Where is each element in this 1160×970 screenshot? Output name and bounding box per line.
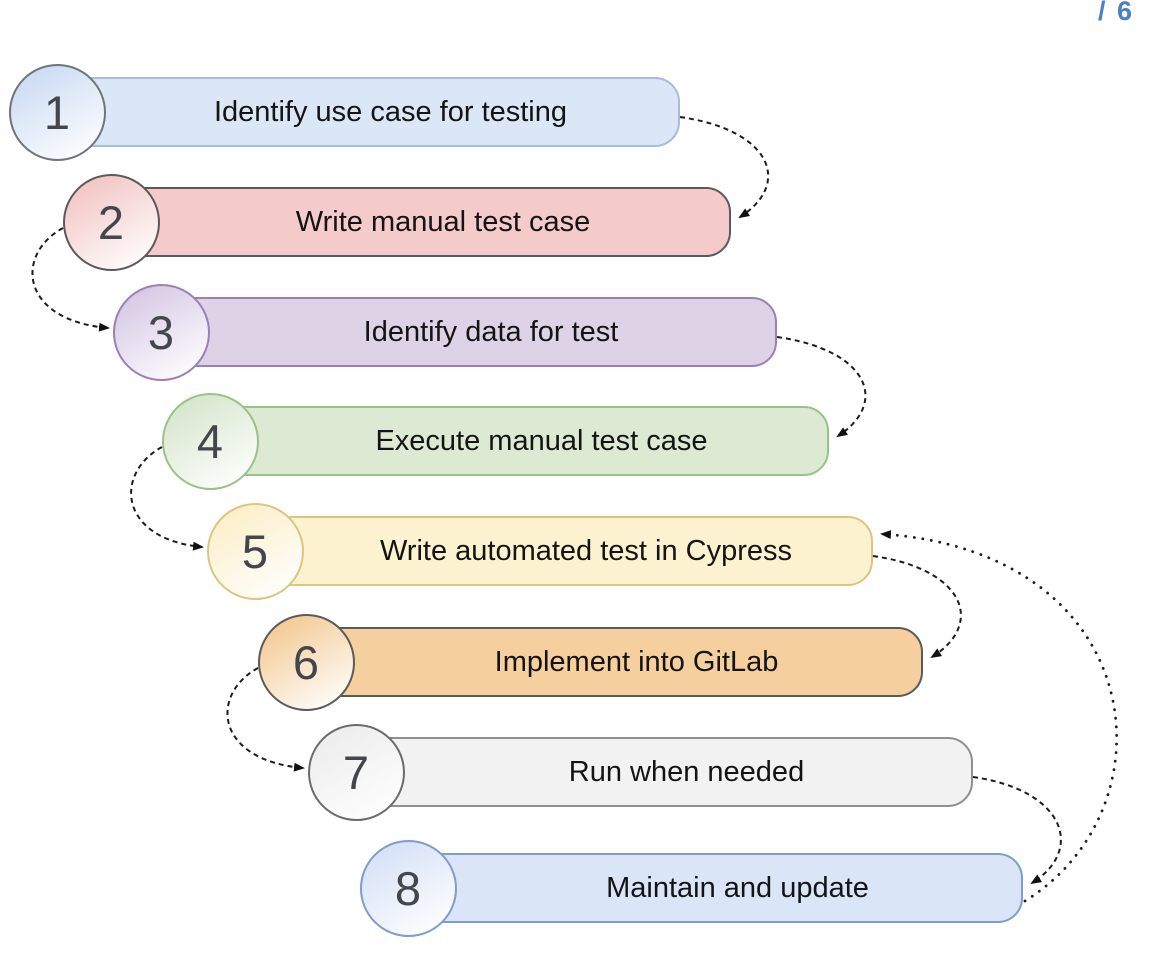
step-pill-1: Identify use case for testing	[57, 77, 680, 147]
step-pill-5: Write automated test in Cypress	[255, 516, 873, 586]
step-pill-8: Maintain and update	[408, 853, 1023, 923]
step-pill-3: Identify data for test	[161, 297, 777, 367]
step-number: 7	[342, 745, 370, 799]
step-circle-3: 3	[112, 283, 210, 381]
step-label: Run when needed	[568, 755, 805, 788]
step-number: 2	[97, 195, 125, 249]
step-pill-7: Run when needed	[356, 737, 973, 807]
page-indicator: / 6	[1097, 0, 1134, 26]
arrow-8-to-5	[880, 530, 1118, 903]
step-pill-4: Execute manual test case	[210, 406, 829, 476]
step-label: Implement into GitLab	[494, 645, 779, 678]
step-number: 6	[292, 635, 320, 689]
step-label: Write manual test case	[295, 205, 591, 238]
step-circle-6: 6	[257, 613, 355, 711]
step-circle-5: 5	[206, 502, 304, 600]
step-pill-6: Implement into GitLab	[306, 627, 923, 697]
step-label: Execute manual test case	[375, 424, 708, 457]
step-circle-1: 1	[8, 63, 106, 161]
step-number: 1	[43, 85, 71, 139]
step-circle-8: 8	[359, 839, 457, 937]
step-number: 3	[147, 305, 175, 359]
step-circle-2: 2	[62, 173, 160, 271]
step-circle-4: 4	[161, 392, 259, 490]
step-label: Maintain and update	[606, 871, 869, 904]
step-number: 5	[241, 524, 269, 578]
step-label: Identify data for test	[363, 315, 619, 348]
step-pill-2: Write manual test case	[111, 187, 731, 257]
step-label: Identify use case for testing	[213, 95, 568, 128]
step-label: Write automated test in Cypress	[379, 534, 793, 567]
step-circle-7: 7	[307, 723, 405, 821]
step-number: 4	[196, 414, 224, 468]
step-number: 8	[394, 861, 422, 915]
